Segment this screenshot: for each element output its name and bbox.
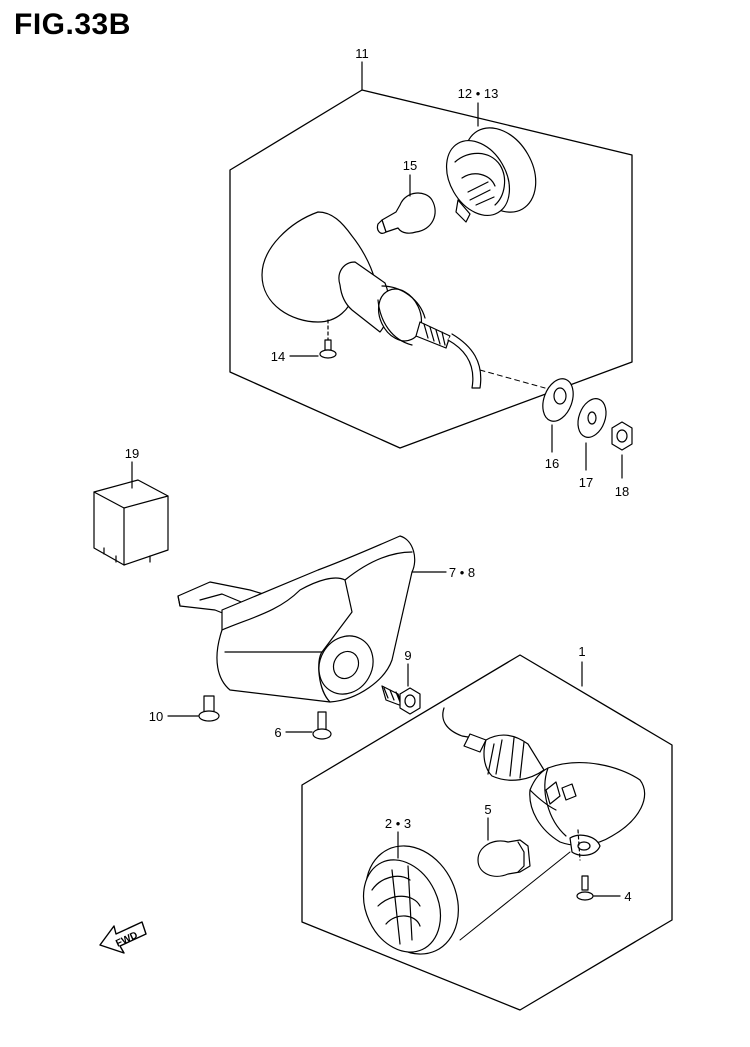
screw-part-10 <box>167 695 220 722</box>
callout-2-3: 2 • 3 <box>385 816 411 831</box>
turn-signal-housing-lower <box>442 707 646 861</box>
front-turn-signal-assembly-group <box>301 654 673 1011</box>
relay-part-19 <box>93 461 169 566</box>
group-outline-upper <box>229 89 633 449</box>
nut-part-18 <box>611 421 633 479</box>
callout-5: 5 <box>484 802 491 817</box>
bracket-part-7-8 <box>177 535 447 703</box>
callout-labels: 11 12 • 13 15 14 16 17 18 19 7 • 8 9 10 … <box>125 46 632 904</box>
callout-12-13: 12 • 13 <box>458 86 499 101</box>
turn-signal-housing <box>261 211 482 389</box>
screw-part-4 <box>576 875 621 901</box>
callout-6: 6 <box>274 725 281 740</box>
screw-part-6 <box>285 711 332 740</box>
washer-part-17 <box>577 398 607 471</box>
callout-15: 15 <box>403 158 417 173</box>
callout-17: 17 <box>579 475 593 490</box>
callout-18: 18 <box>615 484 629 499</box>
bolt-part-9 <box>381 663 421 715</box>
figure-title: FIG.33B <box>14 8 131 41</box>
lens-part-2-3 <box>362 831 571 955</box>
callout-11: 11 <box>355 46 369 61</box>
callout-10: 10 <box>149 709 163 724</box>
group-outline-lower <box>301 654 673 1011</box>
screw-part-14 <box>289 319 337 359</box>
rubber-washer-part-16 <box>542 378 574 453</box>
callout-1: 1 <box>578 644 585 659</box>
forward-arrow-icon <box>99 921 147 954</box>
callout-19: 19 <box>125 446 139 461</box>
callout-7-8: 7 • 8 <box>449 565 475 580</box>
bulb-socket-part-12-13 <box>445 102 537 223</box>
rear-turn-signal-assembly-group <box>229 61 633 449</box>
callout-9: 9 <box>404 648 411 663</box>
callout-14: 14 <box>271 349 285 364</box>
bulb-part-5 <box>477 817 531 877</box>
mounting-hardware <box>542 378 633 479</box>
callout-4: 4 <box>624 889 631 904</box>
callout-16: 16 <box>545 456 559 471</box>
bulb-part-15 <box>376 174 436 234</box>
forward-direction-badge: FWD <box>99 921 147 954</box>
